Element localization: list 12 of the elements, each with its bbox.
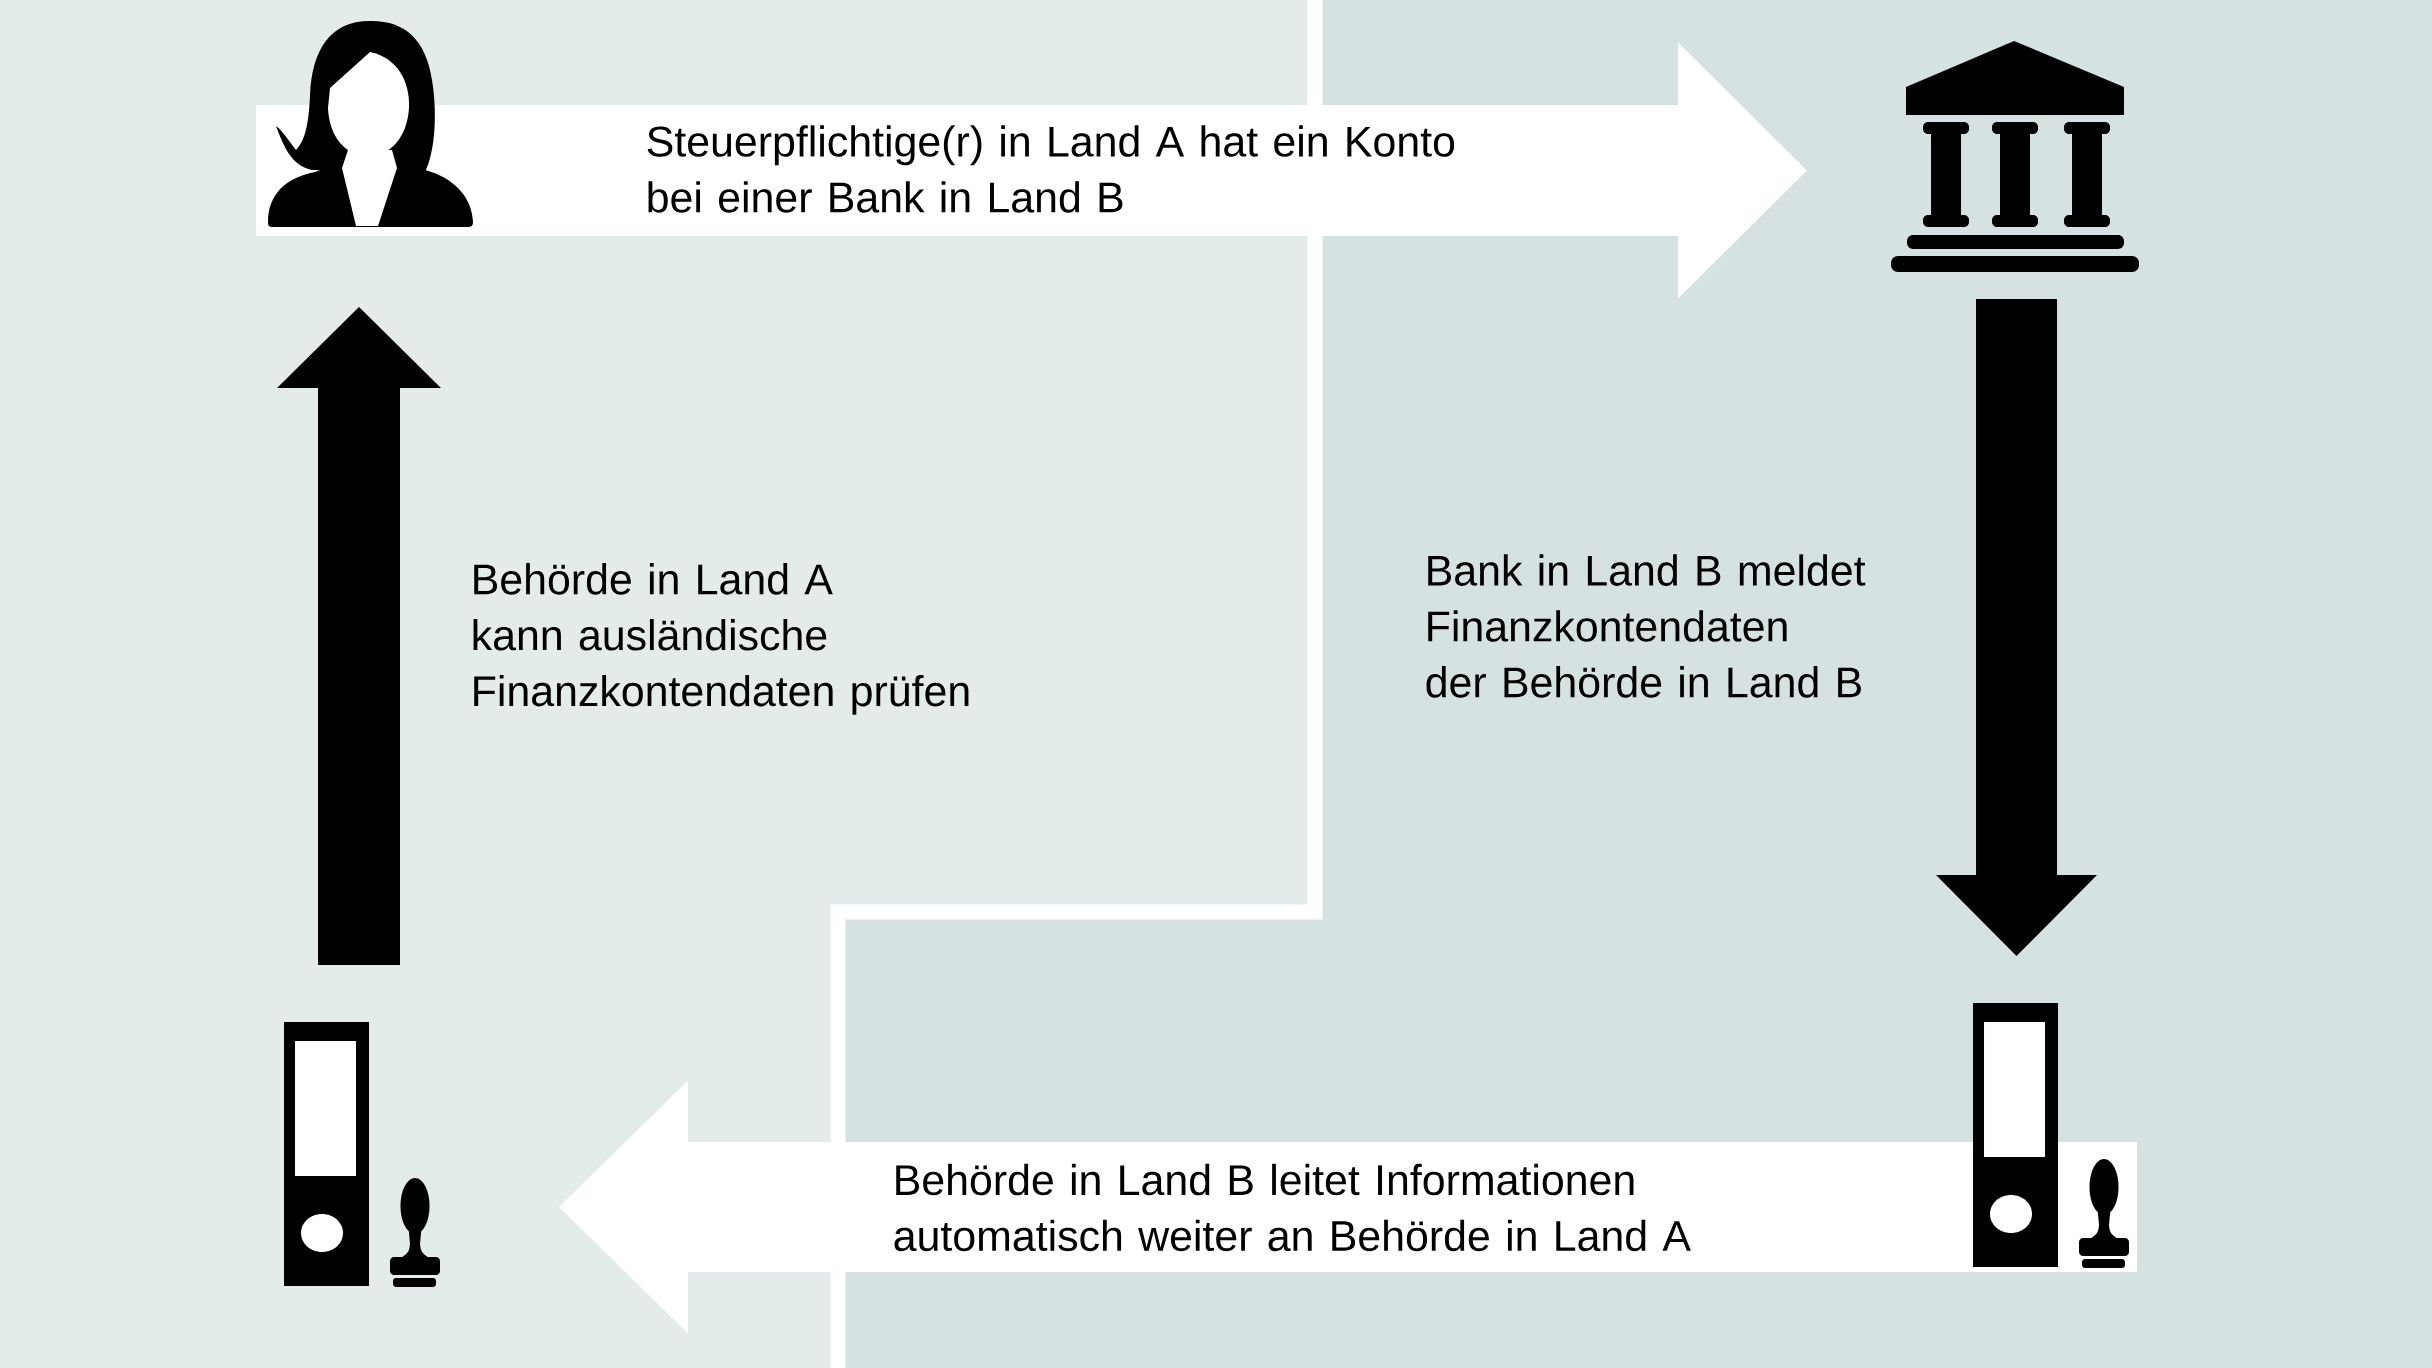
edge-label: Bank in Land B meldet Finanzkontendaten der Behörde in Land B bbox=[1426, 554, 1866, 698]
edge-label: Behörde in Land B leitet Informationen automatisch weiter an Behörde in Land A bbox=[894, 1163, 1691, 1252]
block-arrow bbox=[277, 307, 441, 965]
block-arrow bbox=[1936, 299, 2097, 956]
person-icon bbox=[256, 21, 473, 236]
block-arrow bbox=[559, 1080, 1973, 1334]
binder-stamp-icon bbox=[1973, 1003, 2137, 1272]
binder-stamp-icon bbox=[284, 1022, 440, 1287]
edge-label: Behörde in Land A kann ausländische Finanzkontendaten prüfen bbox=[473, 563, 969, 715]
bank-icon bbox=[1891, 41, 2139, 272]
block-arrow bbox=[473, 42, 1807, 299]
edge-label: Steuerpflichtige(r) in Land A hat ein Konto bei einer Bank in Land B bbox=[647, 125, 1455, 213]
